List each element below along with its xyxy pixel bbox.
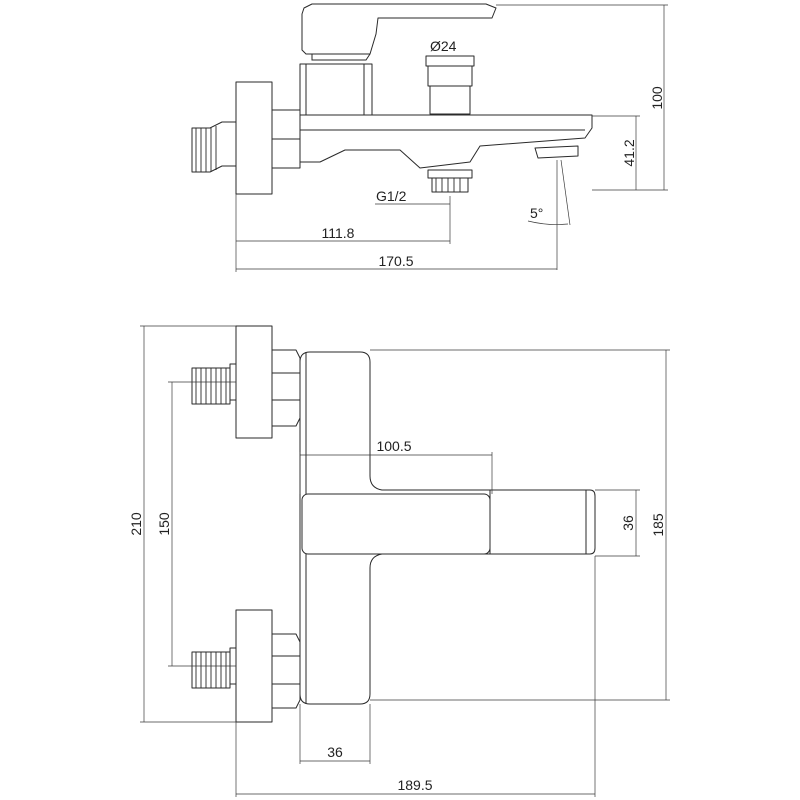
- dim-inlet-span: 210: [128, 512, 144, 536]
- diverter-fitting: [427, 169, 473, 179]
- wall-flange: [235, 81, 273, 195]
- lower-flange: [235, 609, 273, 723]
- dim-total-length: 170.5: [378, 253, 413, 269]
- dim-spout-height: 41.2: [621, 139, 637, 166]
- top-view: 210 150 100.5 36 185 36 189.5: [128, 325, 670, 797]
- mixer-body: [299, 63, 373, 119]
- dim-body-width: 36: [327, 744, 343, 760]
- top-fitting: [425, 55, 475, 67]
- upper-inlet: [191, 363, 237, 405]
- spout-top: [489, 489, 596, 555]
- lever-handle: [301, 3, 497, 55]
- dim-spout-width: 36: [620, 515, 636, 531]
- dim-inlet-offset: 111.8: [322, 225, 355, 241]
- dim-spout-reach: 100.5: [376, 438, 411, 454]
- inlet-connector: [191, 121, 237, 173]
- dim-spout-diameter: Ø24: [430, 38, 457, 54]
- spout: [299, 114, 593, 169]
- aerator: [534, 145, 579, 159]
- dim-inlet-thread: G1/2: [376, 188, 407, 204]
- dim-total-width: 189.5: [397, 777, 432, 793]
- dim-angle: 5°: [530, 205, 543, 221]
- upper-flange: [235, 325, 273, 439]
- dim-total-height: 100: [649, 86, 665, 110]
- dim-body-height: 185: [650, 513, 666, 537]
- lower-inlet: [191, 647, 237, 689]
- dim-center-distance: 150: [156, 512, 172, 536]
- side-view: Ø24 100 41.2 G1/2 5° 111.8 170.5: [191, 3, 668, 272]
